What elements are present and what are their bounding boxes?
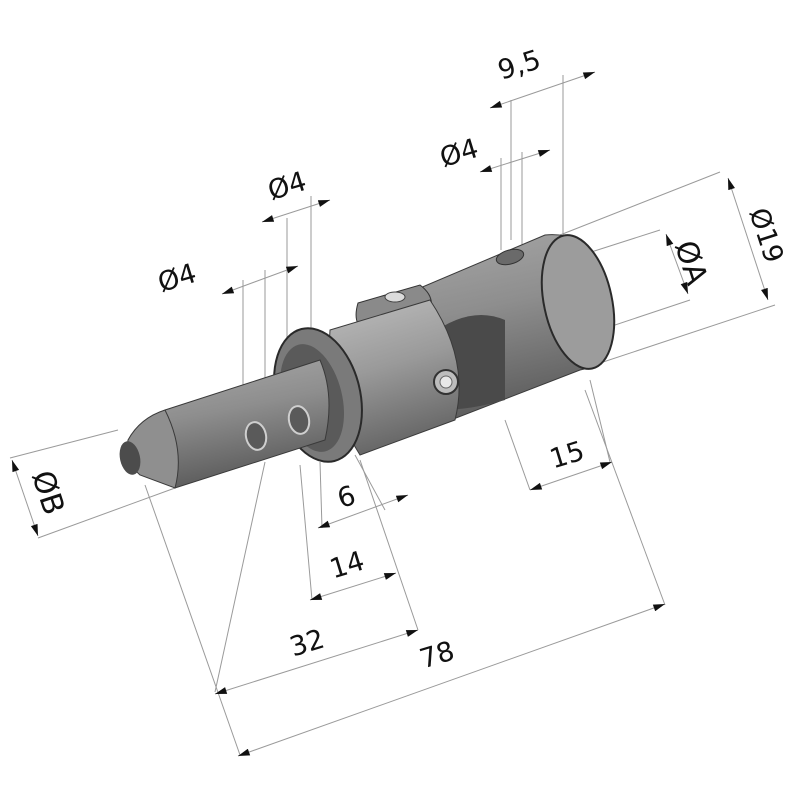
universal-joint-part xyxy=(119,234,616,489)
dimension-arrows xyxy=(11,71,769,757)
